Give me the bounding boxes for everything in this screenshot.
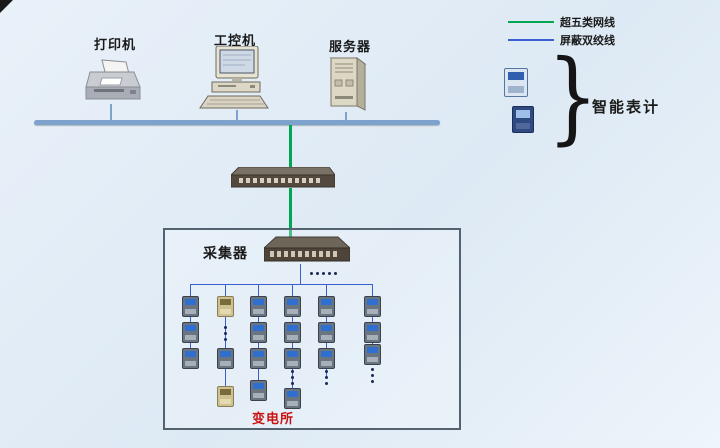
meter-icon [217,348,234,369]
meter-icon [250,296,267,317]
meter-icon [364,344,381,365]
backbone-bus-line [34,120,440,125]
more-meters-dots-col6 [371,368,374,371]
cat5e-wire-bus-to-switch [289,125,292,169]
collector-icon [264,236,350,262]
more-columns-dots [310,272,313,275]
printer-label: 打印机 [94,38,137,53]
meter-icon [182,348,199,369]
meter-icon-yellow [217,296,234,317]
more-meters-dots-col5 [325,370,328,373]
legend-label-cat5e: 超五类网线 [560,16,615,29]
meter-icon [318,348,335,369]
smart-meters-label: 智能表计 [592,98,661,116]
printer-icon [85,59,141,100]
meter-icon-yellow [217,386,234,407]
meter-icon [250,348,267,369]
meter-icon [284,322,301,343]
brace-icon: } [547,38,599,155]
collector-feed-wire [300,264,301,284]
meter-icon [182,296,199,317]
more-meters-dots-col2 [224,326,227,329]
more-meters-dots-col4 [291,370,294,373]
meter-icon [364,322,381,343]
cat5e-line-icon [508,21,554,23]
industrial-pc-icon [199,46,269,109]
substation-label: 变电所 [252,412,295,427]
server-label: 服务器 [329,40,372,55]
column-wire-2 [225,284,226,400]
distribution-bus-wire [190,284,373,285]
printer-drop-wire [110,104,112,121]
cat5e-wire-switch-to-collector [289,188,292,238]
meter-icon [182,322,199,343]
meter-icon [284,296,301,317]
substation-box [163,228,461,430]
twisted-pair-line-icon [508,39,554,41]
server-icon [329,57,367,111]
meter-icon [284,388,301,409]
switch-icon [231,167,335,188]
meter-icon [364,296,381,317]
server-drop-wire [345,112,347,121]
meter-icon [318,322,335,343]
industrial-pc-drop-wire [236,110,238,121]
smart-meter-device-icon-1 [504,68,528,97]
smart-meter-device-icon-2 [512,106,534,133]
meter-icon [250,322,267,343]
meter-icon [318,296,335,317]
meter-icon [284,348,301,369]
corner-mark [0,0,13,13]
meter-icon [250,380,267,401]
legend-label-twisted-pair: 屏蔽双绞线 [560,34,615,47]
industrial-pc-label: 工控机 [214,34,257,49]
collector-label: 采集器 [203,246,248,262]
